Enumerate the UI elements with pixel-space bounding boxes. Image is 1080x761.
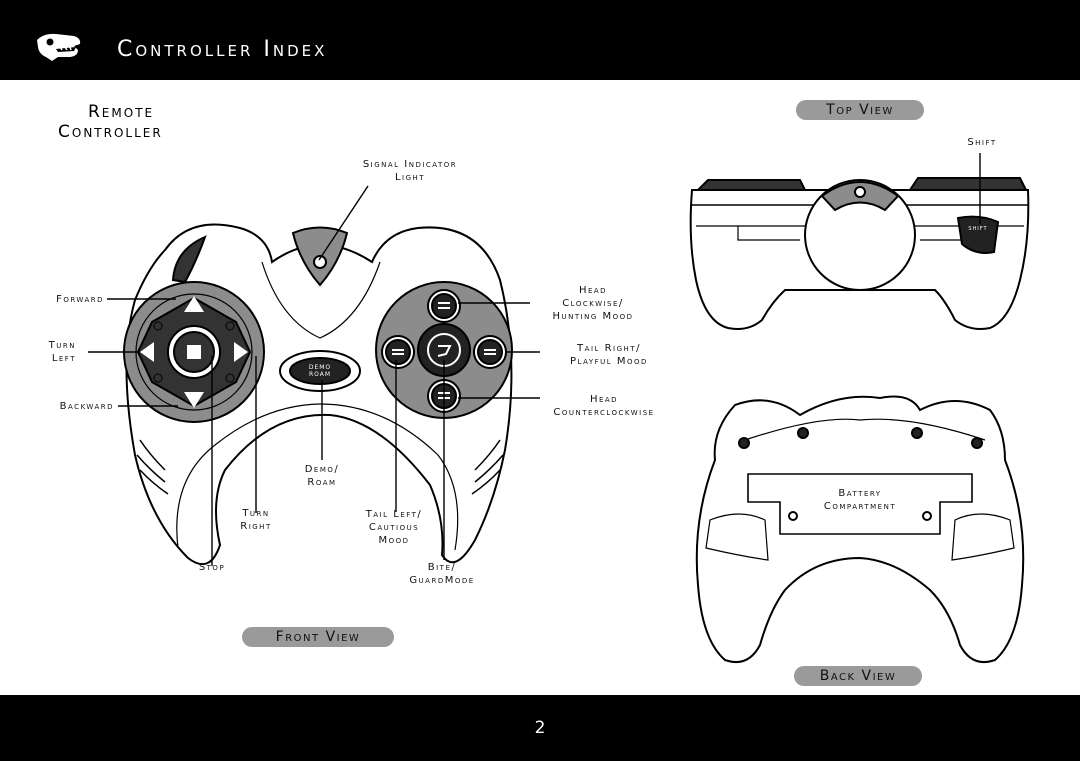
bite-label: Bite/ GuardMode [388,561,496,587]
tail-left-line2: Cautious [368,522,420,533]
turn-right-line2: Right [240,521,272,532]
demo-roam-line1: Demo/ [304,464,340,475]
bite-line2: GuardMode [409,575,475,586]
demo-roam-line2: Roam [307,477,337,488]
back-view-pill: Back View [794,666,922,686]
arrow-left-icon [140,342,154,362]
tail-left-line1: Tail Left/ [365,509,423,520]
footer-bar [0,695,1080,761]
section-title-line1: Remote [88,102,155,122]
signal-label-line1: Signal Indicator [362,159,458,170]
demo-roam-button[interactable]: DEMO ROAM [300,364,340,378]
backward-label: Backward [59,401,114,412]
front-view-controller [123,223,513,566]
demo-button-text: DEMO [308,364,332,371]
roam-button-text: ROAM [308,371,332,378]
bite-line1: Bite/ [427,562,457,573]
back-view-controller [695,395,1025,664]
arrow-up-icon [184,296,204,312]
arrow-right-icon [234,342,248,362]
tail-right-line2: Playful Mood [570,356,648,367]
turn-left-line2: Left [51,353,76,364]
turn-right-line1: Turn [242,508,270,519]
head-ccw-label: Head Counterclockwise [524,393,684,419]
head-clockwise-label: Head Clockwise/ Hunting Mood [528,284,658,323]
shift-label: Shift [967,137,997,148]
square-stop-icon [187,345,201,359]
top-view-controller [689,177,1030,330]
dinosaur-skull-icon [37,33,81,61]
section-title: Remote Controller [58,102,163,142]
page-number: 2 [534,718,546,738]
section-title-line2: Controller [58,122,163,142]
head-cw-line2: Clockwise/ [562,298,624,309]
demo-roam-label: Demo/ Roam [286,463,358,489]
shift-button[interactable]: SHIFT [968,226,988,232]
top-view-pill: Top View [796,100,924,120]
page-title: Controller Index [117,37,328,62]
turn-left-line1: Turn [48,340,76,351]
tail-left-line3: Mood [378,535,410,546]
head-cw-line3: Hunting Mood [552,311,634,322]
battery-line1: Battery [838,488,882,499]
tail-left-label: Tail Left/ Cautious Mood [346,508,442,547]
tail-right-label: Tail Right/ Playful Mood [546,342,672,368]
tail-right-line1: Tail Right/ [577,343,641,354]
header-bar [0,0,1080,80]
battery-line2: Compartment [823,501,897,512]
turn-left-label: Turn Left [20,339,76,365]
head-ccw-line2: Counterclockwise [553,407,655,418]
signal-indicator-label: Signal Indicator Light [330,158,490,184]
stop-label: Stop [198,562,226,573]
head-cw-line1: Head [578,285,608,296]
battery-compartment-label: Battery Compartment [780,487,940,513]
signal-label-line2: Light [394,172,426,183]
turn-right-label: Turn Right [226,507,286,533]
front-view-pill: Front View [242,627,394,647]
front-view-leader-lines [88,185,540,566]
forward-label: Forward [56,294,104,305]
head-ccw-line1: Head [589,394,619,405]
arrow-down-icon [184,392,204,408]
